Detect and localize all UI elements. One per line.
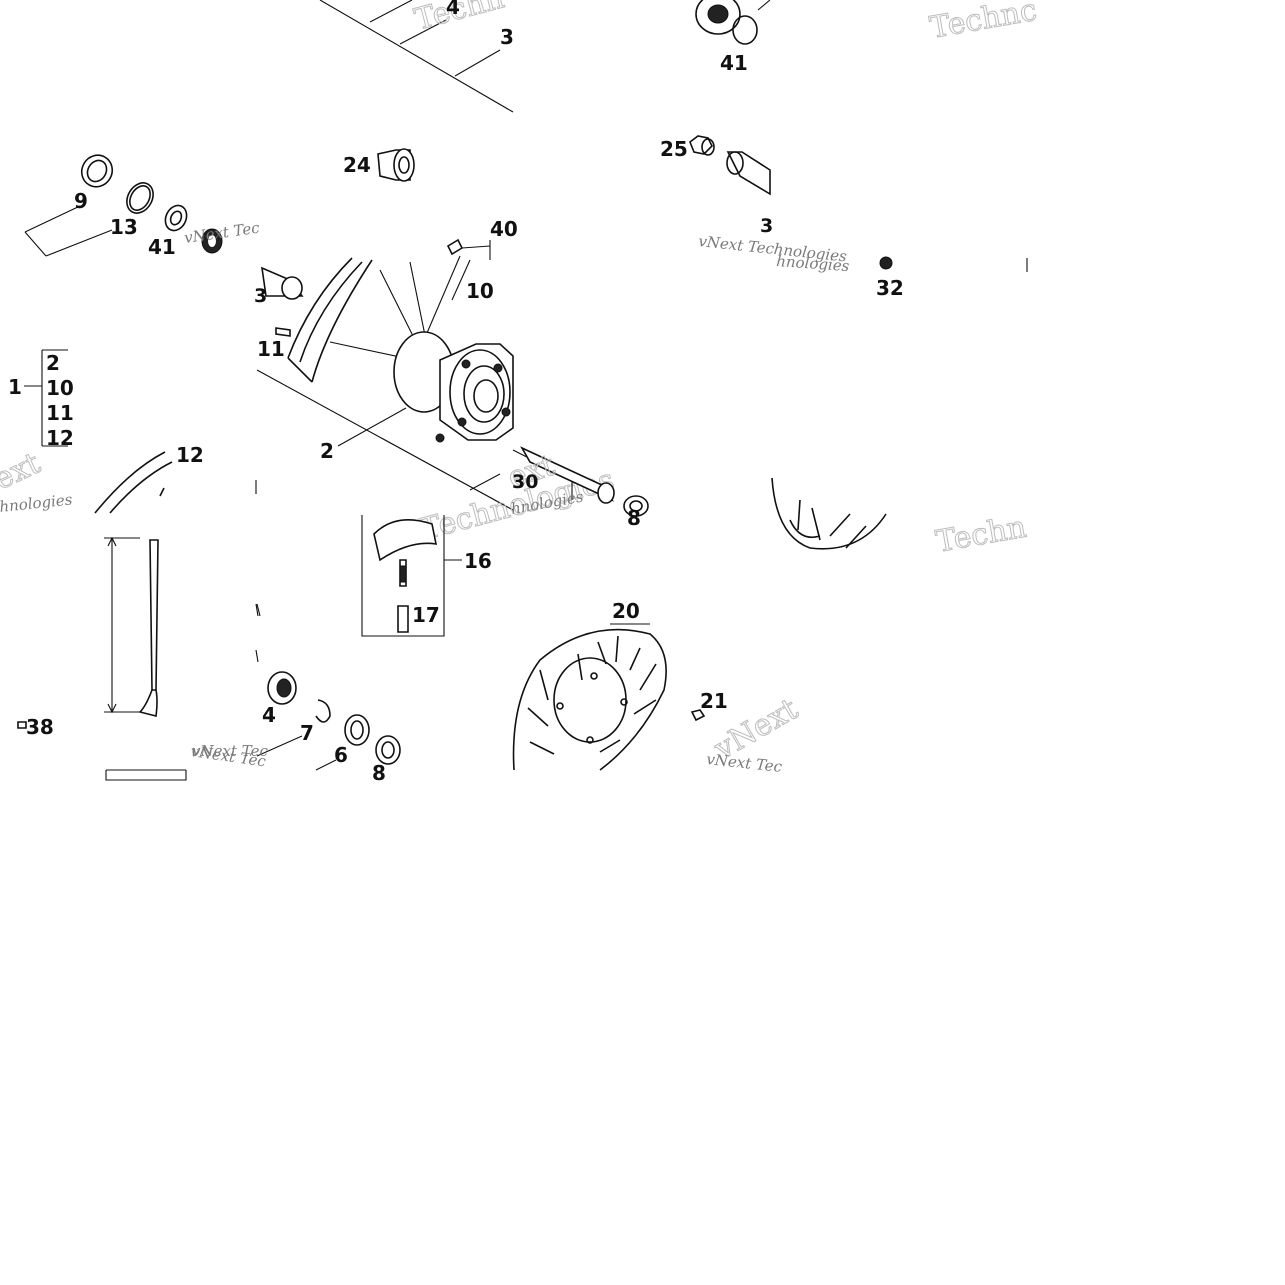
rim-icon — [94, 451, 173, 514]
watermark-text: vNext Tec — [192, 742, 268, 760]
watermark-text: ext — [0, 446, 46, 497]
bushing-icon — [623, 495, 649, 517]
callout-13: 13 — [110, 215, 138, 239]
callout-41: 41 — [720, 51, 748, 75]
callout-12: 12 — [176, 443, 204, 467]
seal-ring-icon — [344, 714, 370, 746]
callout-12: 12 — [46, 426, 74, 450]
callout-25: 25 — [660, 137, 688, 161]
axle-tube-icon — [261, 266, 304, 300]
bearing-icon — [267, 671, 297, 705]
sensor-ring-icon — [201, 228, 223, 254]
axle-tube-icon — [520, 446, 615, 504]
callout-16: 16 — [464, 549, 492, 573]
tile-top-left: 9 13 41 vNext Tec — [24, 0, 514, 259]
spoke-nipple-icon — [275, 327, 291, 337]
callout-9: 9 — [74, 189, 88, 213]
callout-4: 4 — [262, 703, 276, 727]
spacer-ring-icon — [164, 204, 188, 232]
tile-row2-right: Techn — [771, 477, 1029, 560]
callout-21: 21 — [700, 689, 728, 713]
watermark-text: hnologies — [0, 490, 73, 516]
plug-icon — [17, 721, 27, 729]
callout-40: 40 — [490, 217, 518, 241]
watermark-text: hnologies — [776, 252, 851, 275]
spacer-bushing-icon — [377, 148, 415, 182]
tile-top-right: Technc hnologies 32 — [776, 0, 1040, 300]
tile-row2-left: 1 2 10 11 12 12 ext hnologies — [0, 349, 257, 516]
callout-10: 10 — [466, 279, 494, 303]
callout-30: 30 — [512, 471, 538, 493]
callout-2: 2 — [320, 439, 334, 463]
spacer-bushing-icon — [375, 735, 401, 765]
tile-top-center-right: 41 25 vNext Technologies 3 — [660, 0, 848, 266]
callout-41: 41 — [148, 235, 176, 259]
circlip-icon — [315, 699, 331, 723]
axle-icon — [726, 151, 771, 196]
tile-row3-center-left: 16 17 4 7 6 8 vNext Tec — [192, 515, 492, 785]
seal-ring-icon — [80, 154, 114, 188]
valve-cap-icon — [397, 605, 409, 633]
callout-38: 38 — [26, 715, 54, 739]
callout-24: 24 — [343, 153, 371, 177]
callout-11: 11 — [257, 337, 285, 361]
callout-3: 3 — [760, 215, 773, 237]
callout-20: 20 — [612, 599, 640, 623]
o-ring-icon — [126, 182, 154, 214]
valve-icon — [446, 238, 491, 260]
brake-disc-icon — [512, 628, 667, 771]
callout-10: 10 — [46, 376, 74, 400]
spoke-icon — [138, 539, 159, 717]
callout-11: 11 — [46, 401, 74, 425]
callout-8: 8 — [627, 506, 641, 530]
callout-8: 8 — [372, 761, 386, 785]
callout-17: 17 — [412, 603, 440, 627]
rim-icon — [287, 257, 373, 383]
watermark-text: vNext Tec — [706, 750, 784, 776]
brake-disc-icon — [771, 477, 887, 550]
tile-top-mid: Techn 4 3 24 — [343, 0, 514, 182]
speed-sensor-icon — [695, 0, 771, 45]
watermark-text: Technc — [927, 0, 1039, 46]
callout-4: 4 — [446, 0, 460, 19]
axle-nut-icon — [689, 135, 715, 156]
callout-7: 7 — [300, 721, 314, 745]
wheel-hub-icon — [393, 331, 514, 443]
callout-6: 6 — [334, 743, 348, 767]
callout-3: 3 — [254, 285, 267, 307]
valve-stem-icon — [373, 518, 438, 587]
tile-row3-center-right: 20 21 vNext vNext Tec — [512, 599, 804, 776]
disc-bolt-icon — [690, 709, 706, 722]
callout-2: 2 — [46, 351, 60, 375]
callout-32: 32 — [876, 276, 904, 300]
callout-3: 3 — [500, 25, 514, 49]
watermark-text: Techn — [933, 510, 1029, 560]
callout-1: 1 — [8, 375, 22, 399]
